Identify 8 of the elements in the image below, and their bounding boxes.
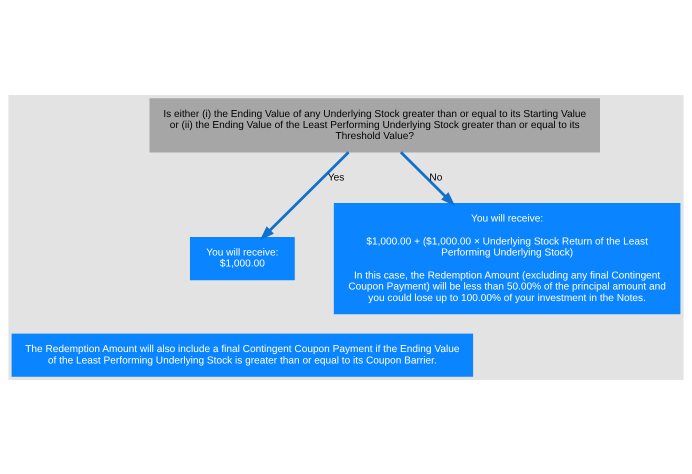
edge-label: No bbox=[429, 172, 442, 183]
edge-label: Yes bbox=[328, 172, 344, 183]
arrow bbox=[400, 150, 456, 206]
node-box: You will receive: $1,000.00 + ($1,000.00 × Underlying Stock Return of the Least Performing Underlying Stock) In this case, the Redemption Amount (excluding any final Contingent Coupon Payment) will be less than 50.00% of the principal amount and you could lose up to 100.00% of your investment in the Notes. bbox=[334, 202, 680, 314]
arrow bbox=[260, 150, 350, 240]
node-box: You will receive: $1,000.00 bbox=[190, 236, 295, 280]
node-box: The Redemption Amount will also include a final Contingent Coupon Payment if the Ending Value of the Least Performing Underlying Stock is greater than or equal to its Coupon Barrier. bbox=[12, 333, 474, 376]
node-box: Is either (i) the Ending Value of any Underlying Stock greater than or equal to its Starting Value or (ii) the Ending Value of the Least Performing Underlying Stock greater than or equal to its Threshold Value? bbox=[149, 98, 600, 152]
